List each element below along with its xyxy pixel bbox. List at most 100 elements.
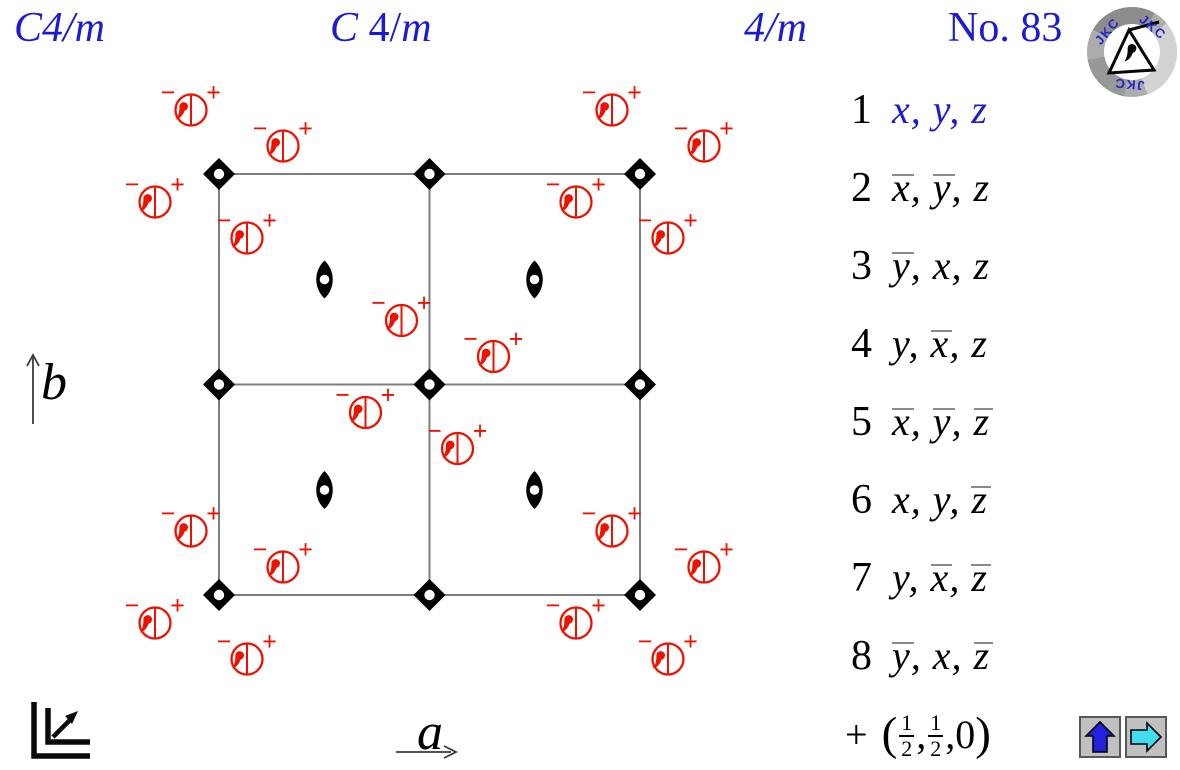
minus-height-sign: − [546,170,561,199]
b-axis-arrowhead [26,353,40,367]
plus-height-sign: + [683,206,698,235]
position-coordinates: y, x, z [892,633,991,678]
twofold-rotation-axis-symbol [316,471,333,509]
plus-height-sign: + [262,627,277,656]
twofold-rotation-axis-symbol [526,471,543,509]
title-hm-short: C4/m [14,5,106,51]
next-button[interactable] [1125,716,1167,758]
minus-height-sign: − [253,114,268,143]
general-position-symbol: −+ [674,114,734,163]
position-number: 6 [851,477,872,523]
minus-height-sign: − [427,417,442,446]
plus-height-sign: + [591,170,606,199]
b-axis-label: b [41,354,67,411]
jkc-logo: JKC JKC JKC [1087,6,1178,97]
plus-height-sign: + [417,289,432,318]
position-coordinates: x, y, z [892,87,988,132]
plus-height-sign: + [719,535,734,564]
position-row-6: 6 x, y, z [848,476,988,524]
position-number: 4 [851,321,872,367]
general-position-symbol: −+ [217,206,277,255]
title-hm-full: C 4/m [330,4,432,52]
logo-ring-segment [1087,56,1128,97]
plus-height-sign: + [627,78,642,107]
right-arrow-icon [1130,721,1163,753]
plus-height-sign: + [170,170,185,199]
minus-height-sign: − [638,206,653,235]
fourfold-rotation-axis-symbol [413,158,446,190]
general-position-symbol: −+ [546,591,606,640]
position-row-8: 8 y, x, z [848,632,990,680]
minus-height-sign: − [161,78,176,107]
logo-triangle-icon [1106,26,1157,75]
fourfold-rotation-axis-symbol [624,368,656,401]
zero: 0 [955,711,976,757]
plus-height-sign: + [719,114,734,143]
general-position-symbol: −+ [638,206,698,255]
general-position-symbol: −+ [125,170,185,219]
position-coordinates: x, y, z [892,165,991,210]
position-coordinates: y, x, z [892,321,988,366]
plus-height-sign: + [206,78,221,107]
fourfold-rotation-axis-symbol [624,158,656,190]
title-mirror-letter: m [401,5,432,51]
minus-height-sign: − [638,627,653,656]
position-coordinates: x, y, z [892,477,988,522]
minus-height-sign: − [161,499,176,528]
general-position-symbol: −+ [161,78,221,127]
minus-height-sign: − [463,325,478,354]
minus-height-sign: − [253,535,268,564]
twofold-rotation-axis-symbol [316,260,333,299]
plus-height-sign: + [298,535,313,564]
comma: , [916,711,927,757]
minus-height-sign: − [217,206,232,235]
minus-height-sign: − [674,535,689,564]
plus-height-sign: + [170,591,185,620]
fourfold-rotation-axis-symbol [413,368,446,401]
position-number: 1 [851,87,872,133]
plus-height-sign: + [627,499,642,528]
general-position-symbol: −+ [638,627,698,676]
title-point-group: 4/m [744,5,807,51]
logo-text: JKC [1113,76,1145,94]
general-position-symbol: −+ [253,114,313,163]
fourfold-rotation-axis-symbol [624,579,656,611]
minus-height-sign: − [674,114,689,143]
general-position-symbol: −+ [674,535,734,584]
minus-height-sign: − [546,591,561,620]
plus-height-sign: + [591,591,606,620]
comma: , [945,711,956,757]
minus-height-sign: − [371,289,386,318]
general-position-symbol: −+ [161,499,221,548]
general-position-symbol: −+ [427,417,488,466]
plus-height-sign: + [473,417,488,446]
minus-height-sign: − [217,627,232,656]
a-axis-label: a [417,704,443,761]
plus-height-sign: + [206,499,221,528]
position-number: 8 [851,633,872,679]
fourfold-rotation-axis-symbol [203,158,235,190]
twofold-rotation-axis-symbol [526,260,543,299]
logo-comma-icon [1124,44,1137,62]
minus-height-sign: − [582,499,597,528]
title-symbol-number: 4/ [358,5,402,51]
up-button[interactable] [1079,716,1121,758]
logo-diagonal-line [1128,20,1160,32]
logo-ring-segment [1141,23,1178,95]
close-paren: ) [975,707,991,760]
general-position-symbol: −+ [582,499,642,548]
position-coordinates: y, x, z [892,555,988,600]
general-position-symbol: −+ [335,381,395,430]
minus-height-sign: − [125,170,140,199]
general-position-symbol: −+ [546,170,606,219]
a-axis-arrowhead [443,745,459,759]
plus-height-sign: + [509,325,524,354]
position-number: 3 [851,243,872,289]
